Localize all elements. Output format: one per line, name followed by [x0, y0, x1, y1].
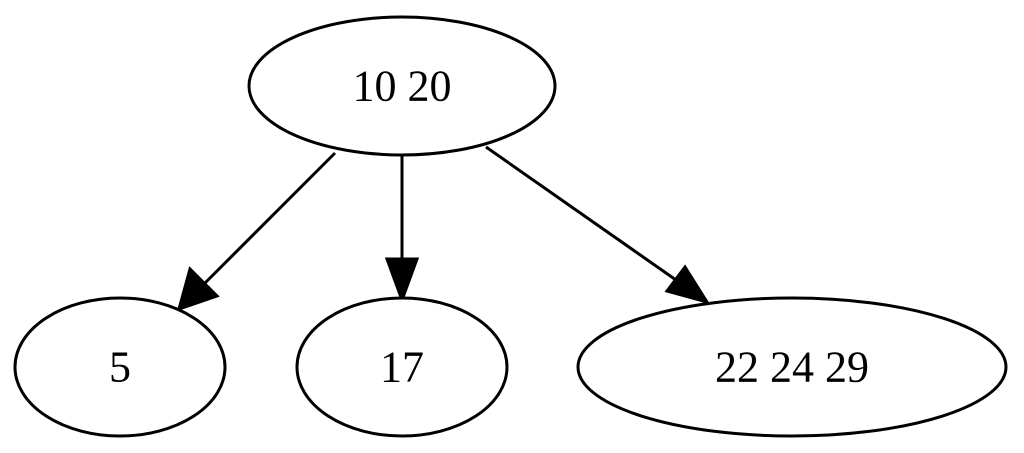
node-label-5: 5 — [109, 343, 131, 392]
node-label-22-24-29: 22 24 29 — [715, 343, 869, 392]
arrow-head — [664, 264, 711, 305]
node-ellipse — [247, 15, 557, 157]
node-label-17: 17 — [380, 343, 424, 392]
edges — [176, 145, 711, 312]
edge-line — [201, 151, 337, 287]
node-ellipse — [13, 296, 227, 438]
node-label-root: 10 20 — [353, 62, 452, 111]
node-root: 10 20 — [247, 15, 557, 157]
node-ellipse — [295, 296, 509, 438]
node-ellipse — [576, 296, 1008, 438]
edge-root-to-17 — [384, 156, 420, 305]
node-child-5: 5 — [13, 296, 227, 438]
edge-line — [485, 145, 677, 282]
edge-root-to-22-24-29 — [485, 145, 711, 305]
node-child-17: 17 — [295, 296, 509, 438]
arrow-head — [384, 257, 420, 305]
edge-root-to-5 — [176, 151, 337, 312]
arrow-head — [176, 266, 220, 312]
node-child-22-24-29: 22 24 29 — [576, 296, 1008, 438]
